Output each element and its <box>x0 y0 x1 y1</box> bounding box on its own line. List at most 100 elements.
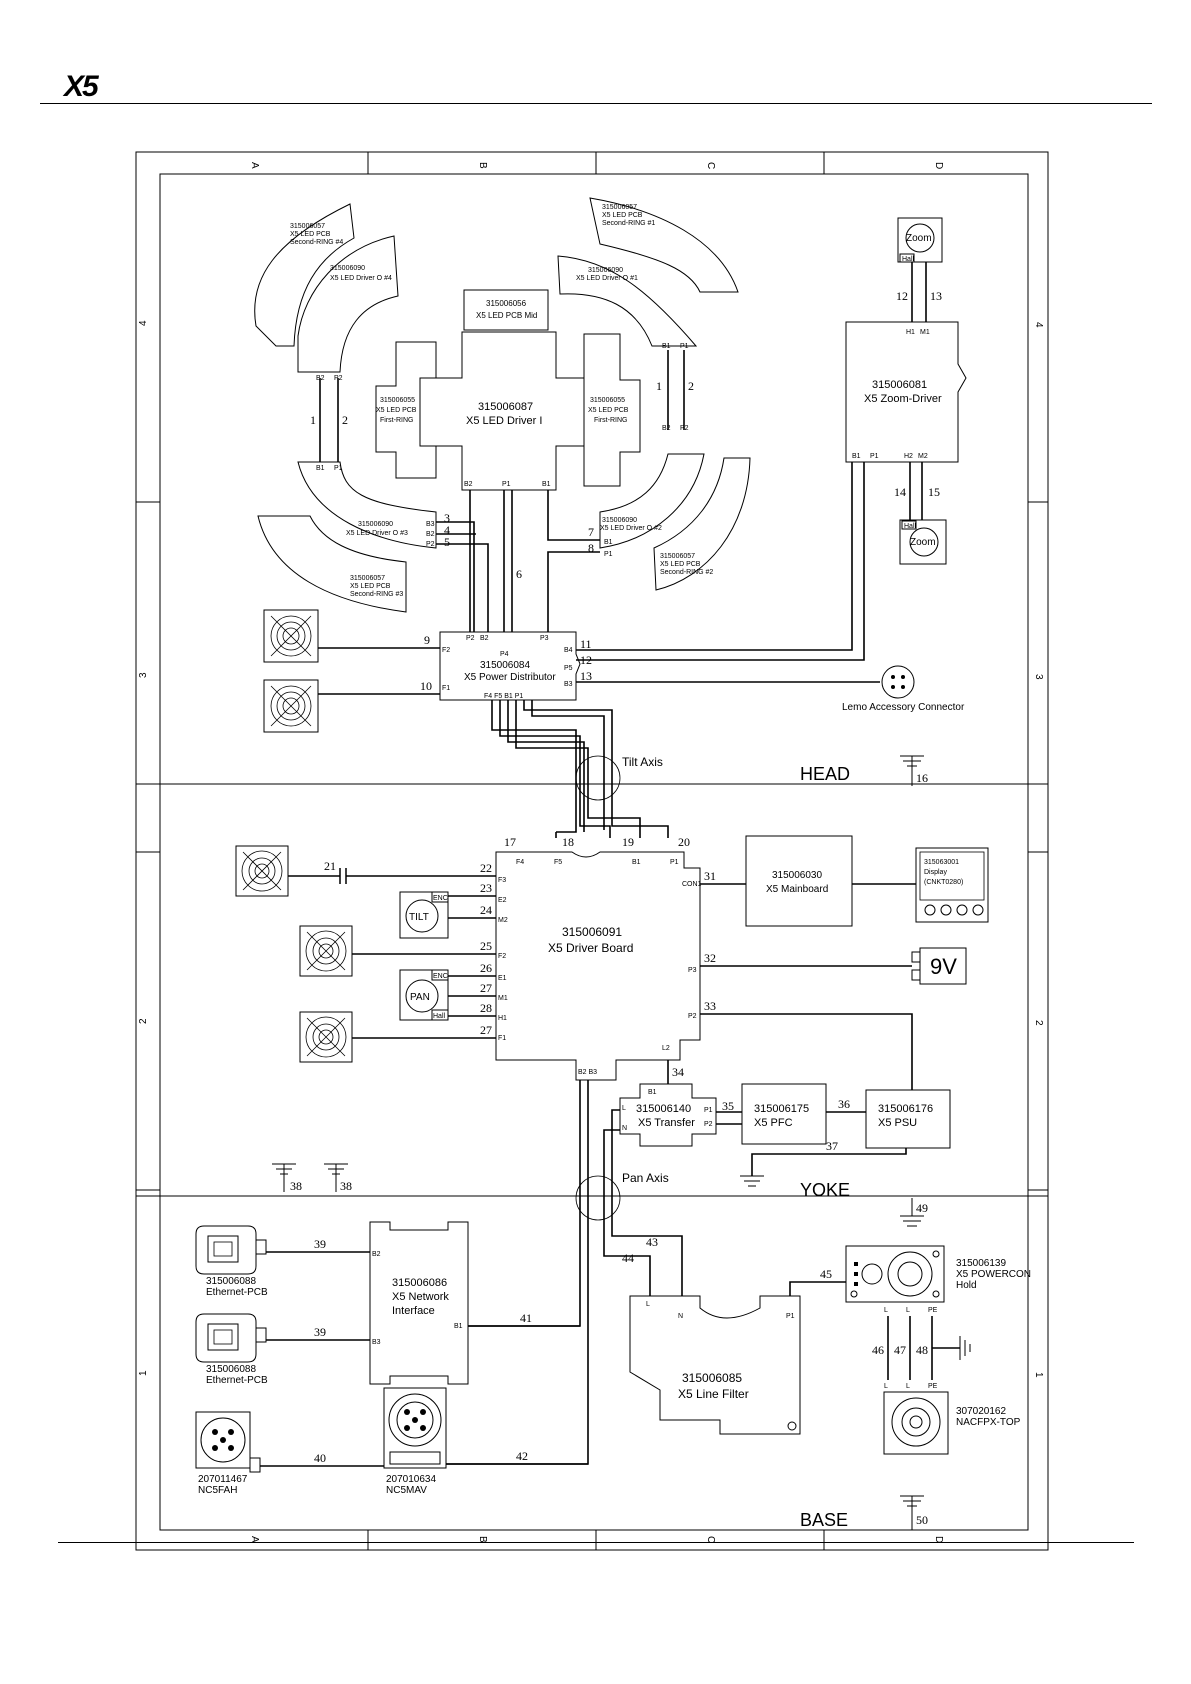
tilt-label: TILT <box>409 912 429 923</box>
pan-hall-label: Hall <box>433 1013 446 1020</box>
row-label-1-right: 1 <box>1033 1372 1044 1378</box>
db-code: 315006091 <box>562 925 622 939</box>
wire-label-18: 16 <box>916 771 928 785</box>
db-pin-f5: F5 <box>554 859 562 866</box>
ring3-label: Second-RING #3 <box>350 591 403 598</box>
wire-label-1-left: 1 <box>310 413 316 427</box>
zoom-top-label: Zoom <box>906 233 932 244</box>
wire-label-24: 22 <box>480 861 492 875</box>
tilt-enc-label: ENC <box>433 895 448 902</box>
db-pin-m1: M1 <box>498 995 508 1002</box>
wire-label-29: 27 <box>480 981 492 995</box>
pfc-board <box>741 1083 827 1145</box>
led-driver-o2 <box>599 453 705 549</box>
ground-48 <box>959 1336 971 1360</box>
wire-label-49: 49 <box>916 1201 928 1215</box>
ring2-name: X5 LED PCB <box>660 561 701 568</box>
wire-label-35: 35 <box>722 1099 734 1113</box>
drvo3-pin-b3: B3 <box>426 521 435 528</box>
pan-axis-label: Pan Axis <box>622 1171 669 1185</box>
net-code: 315006086 <box>392 1277 447 1289</box>
nac-pin-l-1: L <box>884 1383 888 1390</box>
pfc-name: X5 PFC <box>754 1117 793 1129</box>
tilt-axis-ring <box>575 755 621 801</box>
lemo-label: Lemo Accessory Connector <box>842 702 965 713</box>
tilt-motor <box>399 891 449 939</box>
lf-code: 315006085 <box>682 1371 742 1385</box>
wire-37 <box>751 1148 907 1176</box>
lf-mount-hole <box>787 1421 797 1431</box>
hall-bottom-box <box>901 520 917 530</box>
hall-top-label: Hall <box>902 256 915 263</box>
wire-label-40: 40 <box>314 1451 326 1465</box>
nac-code: 307020162 <box>956 1406 1006 1417</box>
driver-board <box>495 851 701 1081</box>
transfer-pin-b1: B1 <box>648 1089 657 1096</box>
zoomdrv-pin-b1: B1 <box>852 453 861 460</box>
nc5fah-name: NC5FAH <box>198 1485 237 1496</box>
wire-label-46: 46 <box>872 1343 884 1357</box>
fan-head-2 <box>263 679 319 733</box>
wire-label-42: 42 <box>516 1449 528 1463</box>
pc-pin-l-1: L <box>884 1307 888 1314</box>
wire-label-27-b: 27 <box>480 1023 492 1037</box>
db-pin-m2: M2 <box>498 917 508 924</box>
second-ring-1 <box>589 197 739 293</box>
powercon-hold <box>845 1245 945 1303</box>
pan-label: PAN <box>410 992 430 1003</box>
ring1-name: X5 LED PCB <box>602 212 643 219</box>
wire-label-45: 45 <box>820 1267 832 1281</box>
eth2-name: Ethernet-PCB <box>206 1375 268 1386</box>
zoomdrv-pin-m1: M1 <box>920 329 930 336</box>
wire-label-32: 32 <box>704 951 716 965</box>
eth2-code: 315006088 <box>206 1364 256 1375</box>
zoomdrv-pin-h1: H1 <box>906 329 915 336</box>
display <box>915 847 989 923</box>
wire-label-12: 12 <box>580 653 592 667</box>
nac-pin-pe: PE <box>928 1383 938 1390</box>
net-label: Interface <box>392 1305 435 1317</box>
drvo3-name: X5 LED Driver O #3 <box>346 530 408 537</box>
net-pin-b3: B3 <box>372 1339 381 1346</box>
wire-12 <box>576 462 865 661</box>
mainboard <box>745 835 853 927</box>
transfer-pin-n: N <box>622 1125 627 1132</box>
firstl-label: First-RING <box>380 417 413 424</box>
nac-name: NACFPX-TOP <box>956 1417 1021 1428</box>
power-distributor <box>439 631 581 701</box>
row-label-3-right: 3 <box>1033 674 1044 680</box>
drvo1-code: 315006090 <box>588 267 623 274</box>
row-label-4: 4 <box>138 320 149 326</box>
firstl-code: 315006055 <box>380 397 415 404</box>
pc-pin-l-2: L <box>906 1307 910 1314</box>
nacfpx-connector <box>883 1391 949 1455</box>
row-label-2: 2 <box>138 1018 149 1024</box>
wire-label-6: 6 <box>516 567 522 581</box>
lf-name: X5 Line Filter <box>678 1387 749 1401</box>
wire-label-5: 5 <box>444 535 450 549</box>
drvo3top-pin-b1: B1 <box>316 465 325 472</box>
zoomdrv-name: X5 Zoom-Driver <box>864 393 942 405</box>
pd-name: X5 Power Distributor <box>464 672 556 683</box>
ring2-label: Second-RING #2 <box>660 569 713 576</box>
wire-label-7: 7 <box>588 525 594 539</box>
fan-yoke-2 <box>299 925 353 977</box>
led-driver-i <box>419 331 585 491</box>
wire-label-39-a: 39 <box>314 1237 326 1251</box>
drvo3-pin-b2: B2 <box>426 531 435 538</box>
db-pin-b2b3: B2 B3 <box>578 1069 597 1076</box>
db-pin-b1: B1 <box>632 859 641 866</box>
wire-label-1-right: 1 <box>656 379 662 393</box>
network-interface <box>369 1221 469 1385</box>
wire-5 <box>436 543 489 632</box>
nc5mav-connector <box>383 1387 447 1469</box>
powercon-label: Hold <box>956 1280 977 1291</box>
wire-label-14: 12 <box>896 289 908 303</box>
wire-label-43: 43 <box>646 1235 658 1249</box>
drvi-pin-b1: B1 <box>542 481 551 488</box>
drvo2-pin-p1: P1 <box>604 551 613 558</box>
zone-yoke: YOKE <box>800 1180 850 1200</box>
drvi-code: 315006087 <box>478 401 533 413</box>
drvo1-pin-p1: P1 <box>680 343 689 350</box>
psu-code: 315006176 <box>878 1103 933 1115</box>
